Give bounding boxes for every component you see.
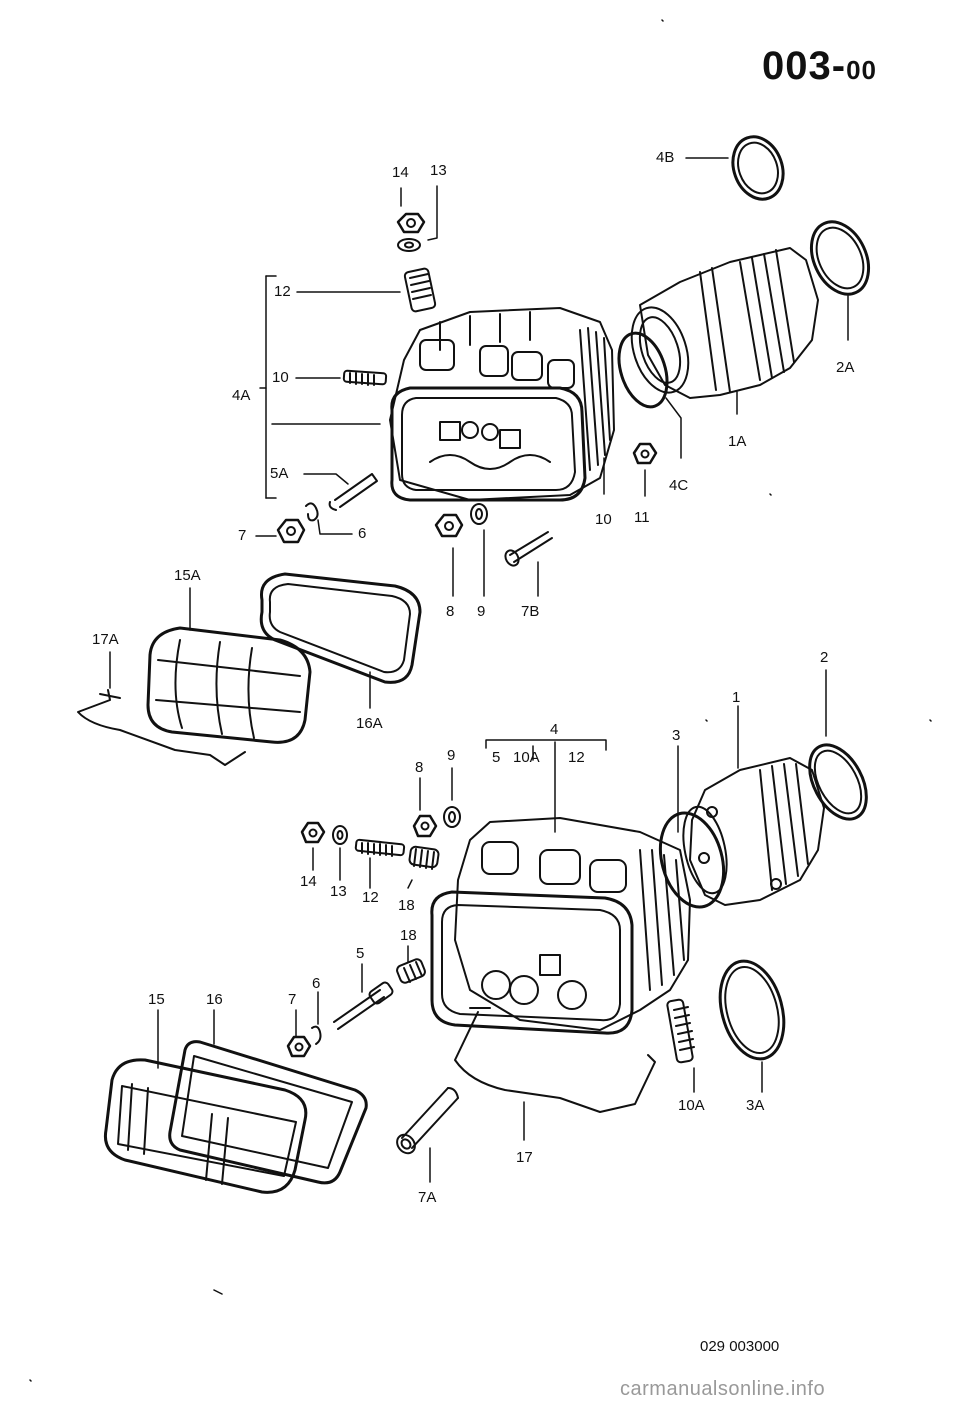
callout-12-top: 12 — [274, 283, 291, 300]
gasket-ring-2 — [808, 743, 868, 821]
callout-13-top: 13 — [430, 162, 447, 179]
callout-4C: 4C — [669, 477, 689, 494]
gasket-ring-4B — [731, 135, 785, 201]
pushrod-tube-5 — [333, 981, 394, 1030]
callout-8-low: 8 — [415, 759, 424, 776]
callout-10A-low: 10A — [678, 1097, 705, 1114]
callout-1: 1 — [732, 689, 741, 706]
gasket-ring-3A — [718, 959, 786, 1061]
callout-3A: 3A — [746, 1097, 765, 1114]
callout-15: 15 — [148, 991, 165, 1008]
callout-7-top: 7 — [238, 527, 247, 544]
valve-cover-15 — [103, 1058, 308, 1194]
callout-12-box: 12 — [568, 749, 585, 766]
spring-18-lower — [396, 958, 426, 984]
nut-7-low — [286, 1035, 312, 1058]
callout-16A: 16A — [356, 715, 383, 732]
callout-5-low: 5 — [356, 945, 365, 962]
callout-1A: 1A — [728, 433, 747, 450]
callout-3: 3 — [672, 727, 681, 744]
callout-2A: 2A — [836, 359, 855, 376]
valve-cover-15A — [146, 626, 312, 744]
nut-8-top — [434, 513, 464, 538]
gasket-ring-4C — [617, 331, 669, 409]
scan-specks — [29, 19, 932, 1382]
callout-8-top: 8 — [446, 603, 455, 620]
stud-10-upper — [342, 369, 388, 386]
callout-10-bottom: 10 — [595, 511, 612, 528]
gasket-16 — [168, 1040, 368, 1185]
callout-6-low: 6 — [312, 975, 321, 992]
cylinder-head-upper — [389, 307, 615, 501]
washer-9-low — [443, 806, 461, 828]
callout-5A: 5A — [270, 465, 289, 482]
stud-12-lower — [354, 838, 406, 857]
callout-4: 4 — [550, 721, 559, 738]
spring-18-upper — [408, 845, 440, 870]
stud-12-upper — [403, 267, 437, 313]
nut-8-low — [412, 814, 438, 838]
callout-12-low: 12 — [362, 889, 379, 906]
gasket-16A — [259, 572, 422, 684]
nut-11 — [632, 442, 658, 465]
catalog-number: 029 003000 — [700, 1338, 780, 1355]
washer-13-low — [332, 825, 348, 845]
page-code: 003-00 — [762, 44, 877, 92]
wire-clip-17 — [454, 1007, 656, 1113]
callout-4B: 4B — [656, 149, 675, 166]
pushrod-tube-7A — [396, 1087, 459, 1155]
callout-9-low: 9 — [447, 747, 456, 764]
washer-9-top — [470, 503, 488, 525]
cylinder-1A — [630, 247, 819, 399]
washer-13-top — [397, 238, 421, 252]
cylinder-head-lower — [454, 817, 691, 1031]
nut-7-top — [276, 518, 306, 544]
nut-14-top — [396, 212, 426, 234]
callout-18-b: 18 — [400, 927, 417, 944]
callout-11: 11 — [634, 509, 650, 526]
page-code-dash: - — [831, 44, 847, 88]
page-code-suffix: 00 — [846, 55, 877, 85]
callout-10A-box: 10A — [513, 749, 540, 766]
page-code-main: 003 — [762, 44, 832, 88]
nut-14-low — [300, 821, 326, 844]
leader-lines — [109, 157, 849, 1183]
callout-10-left: 10 — [272, 369, 289, 386]
callout-5-box: 5 — [492, 749, 501, 766]
pushrod-tube-7B — [504, 531, 553, 567]
callout-7A: 7A — [418, 1189, 437, 1206]
valve-cover-flange-lower — [430, 890, 634, 1035]
callout-18-a: 18 — [398, 897, 415, 914]
clip-6-top — [305, 502, 319, 522]
callout-14-low: 14 — [300, 873, 317, 890]
stud-10A-low — [666, 998, 695, 1064]
callout-15A: 15A — [174, 567, 201, 584]
callout-6-top: 6 — [358, 525, 367, 542]
callout-4A: 4A — [232, 387, 251, 404]
wire-clip-17A — [77, 689, 246, 766]
callout-17A: 17A — [92, 631, 119, 648]
callout-7B: 7B — [521, 603, 540, 620]
gasket-ring-2A — [809, 220, 871, 296]
callout-9-top: 9 — [477, 603, 486, 620]
callout-17: 17 — [516, 1149, 533, 1166]
cylinder-1 — [682, 757, 825, 906]
clip-6-low — [311, 1025, 322, 1045]
pushrod-tube-5A — [328, 473, 378, 511]
callout-13-low: 13 — [330, 883, 347, 900]
gasket-ring-3 — [658, 811, 726, 909]
watermark-text: carmanualsonline.info — [620, 1378, 826, 1400]
callout-2: 2 — [820, 649, 829, 666]
callout-14-top: 14 — [392, 164, 409, 181]
valve-cover-flange-upper — [390, 386, 587, 502]
callout-7-low: 7 — [288, 991, 297, 1008]
callout-16: 16 — [206, 991, 223, 1008]
